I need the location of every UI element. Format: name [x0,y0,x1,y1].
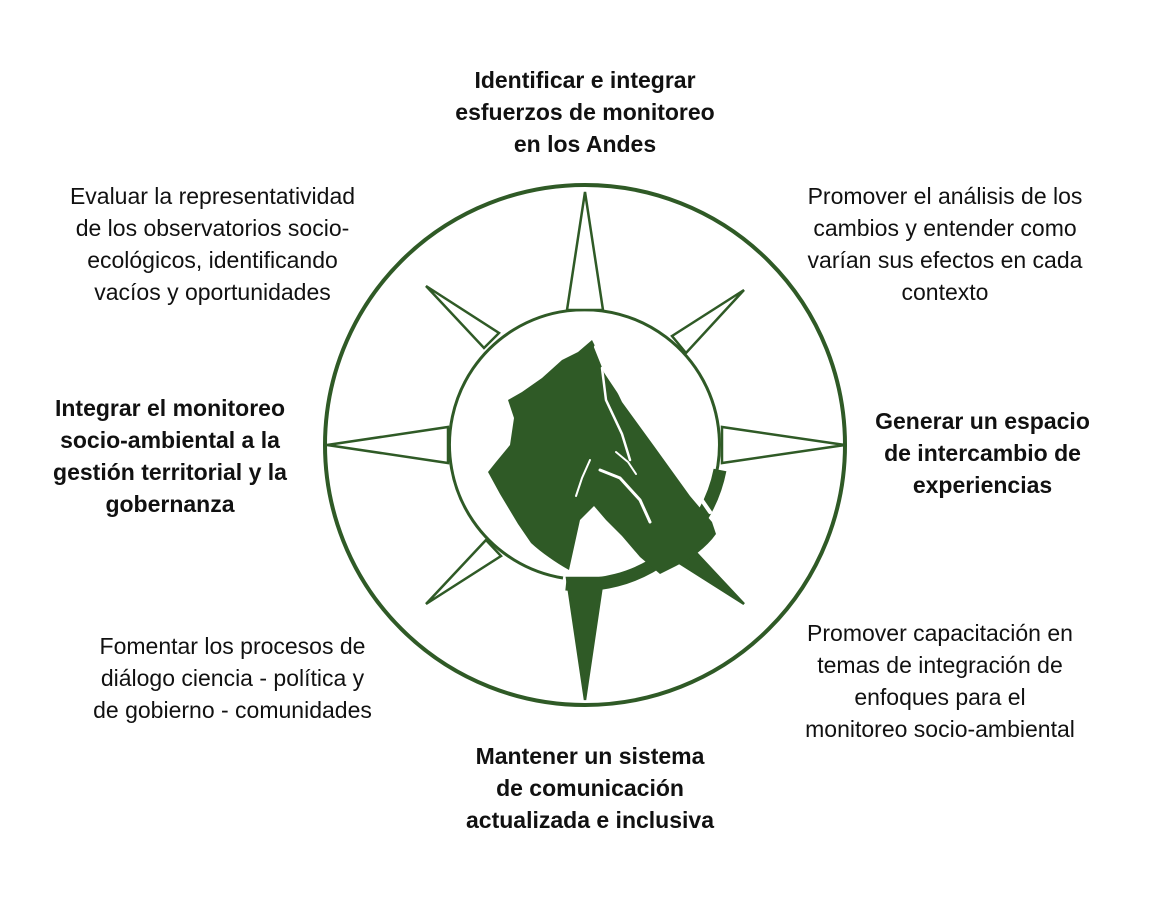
compass-point-east [720,425,846,465]
goal-south: Mantener un sistema de comunicación actu… [465,743,714,833]
inner-arc-thin [447,308,721,580]
mountain-icon [488,340,716,574]
compass-point-northeast [670,288,745,355]
goal-southeast: Promover capacitación en temas de integr… [805,620,1075,742]
compass-point-west [326,425,450,465]
goal-east: Generar un espacio de intercambio de exp… [875,408,1090,498]
compass-point-north [565,191,605,312]
goal-west: Integrar el monitoreo socio-ambiental a … [53,395,287,517]
goal-southwest: Fomentar los procesos de diálogo ciencia… [93,633,372,723]
compass-point-northwest [425,284,501,350]
compass-point-south [565,576,605,701]
goal-northwest: Evaluar la representatividad de los obse… [69,183,356,305]
goal-northeast: Promover el análisis de los cambios y en… [807,183,1083,305]
compass-point-southwest [425,538,503,606]
goal-north: Identificar e integrar esfuerzos de moni… [455,67,715,157]
